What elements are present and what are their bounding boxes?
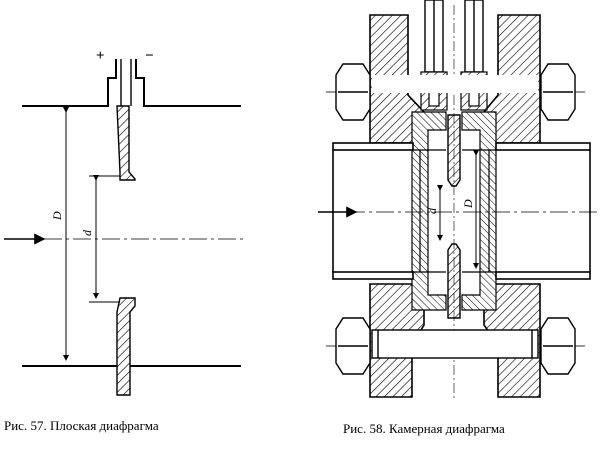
chamber-ring-right — [461, 111, 497, 311]
orifice-plate-upper — [116, 105, 136, 181]
figure-57: D d + − — [4, 48, 245, 396]
plus-sign: + — [96, 48, 105, 64]
impulse-tubes-57 — [120, 59, 132, 106]
figure-58: d D — [318, 0, 600, 400]
impulse-tubes-58 — [424, 0, 484, 73]
pipes-58 — [332, 142, 591, 280]
pipe-walls-57 — [22, 59, 241, 367]
bolt-upper — [326, 63, 585, 121]
orifice-plate-lower — [116, 297, 136, 396]
caption-fig-57: Рис. 57. Плоская диафрагма — [4, 418, 159, 433]
label-d-58: d — [425, 207, 439, 214]
bore-lines-58 — [413, 149, 496, 273]
caption-fig-58: Рис. 58. Камерная диафрагма — [343, 421, 505, 436]
bolt-lower — [326, 317, 585, 375]
label-D-57: D — [50, 211, 64, 221]
minus-sign: − — [145, 48, 154, 64]
label-D-58: D — [461, 199, 475, 209]
dimension-d-57 — [89, 175, 120, 303]
label-d-57: d — [80, 229, 94, 236]
